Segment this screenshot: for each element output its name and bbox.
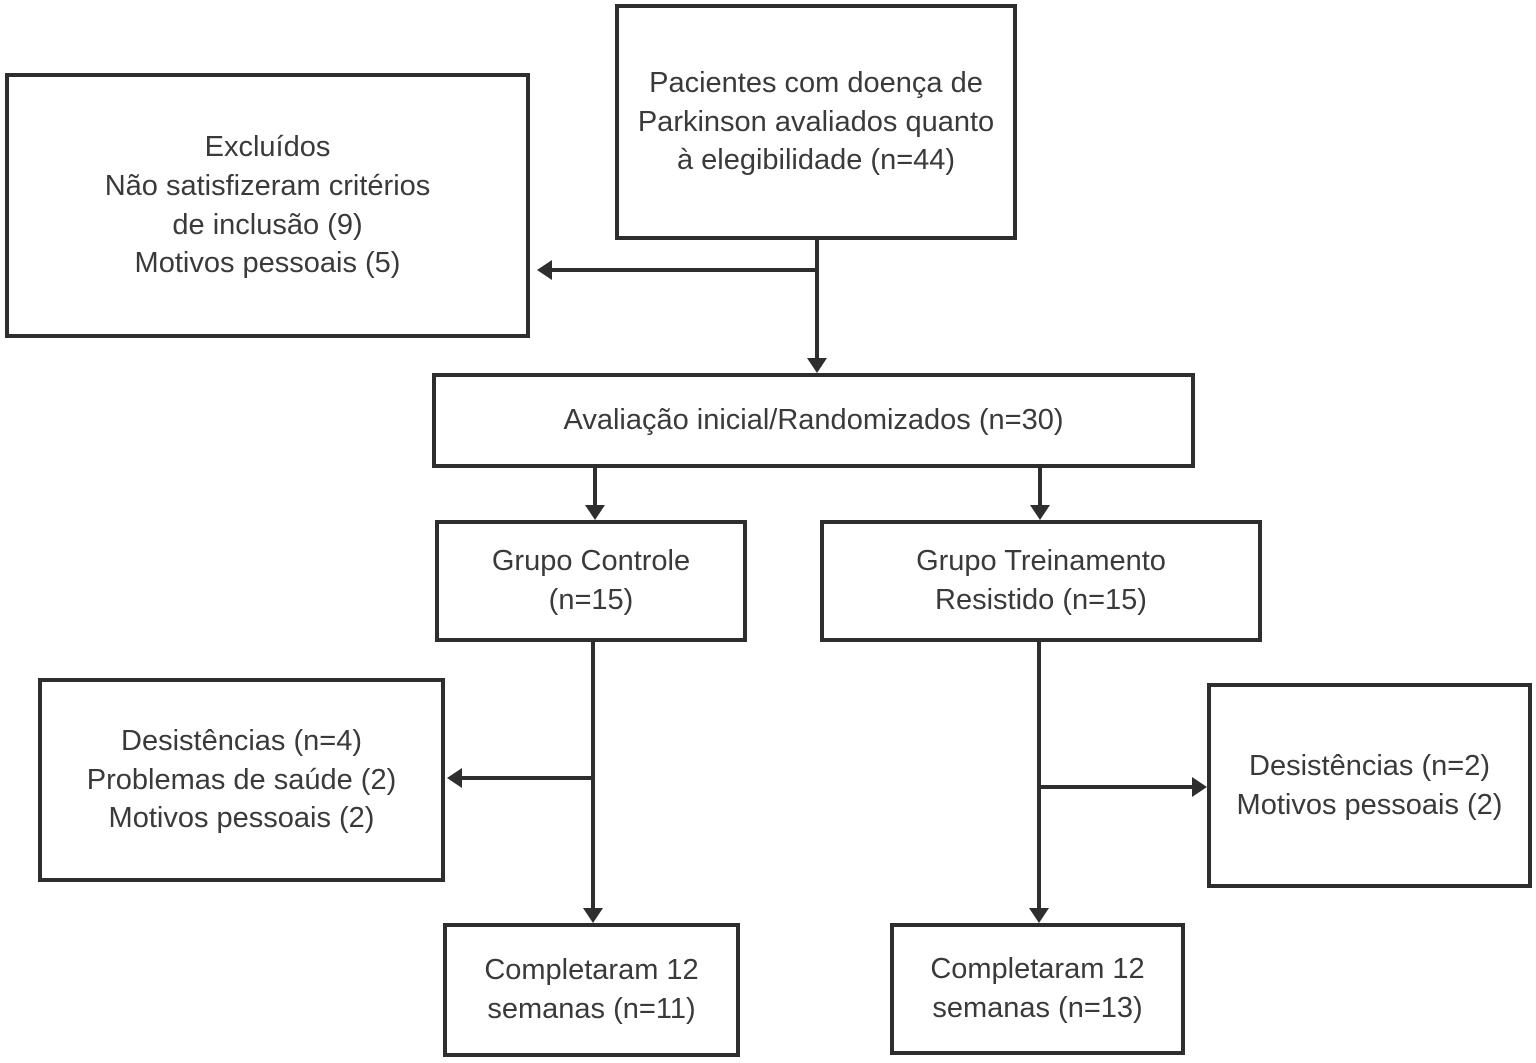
connector-to-excluded xyxy=(552,268,819,272)
connector-randomized-to-training xyxy=(1038,468,1042,505)
connector-randomized-to-control xyxy=(593,468,597,505)
arrowhead-down-randomized xyxy=(807,358,827,373)
connector-training-to-completed xyxy=(1037,642,1041,908)
box-training-group-text: Grupo Treinamento Resistido (n=15) xyxy=(916,545,1166,616)
box-dropout-control: Desistências (n=4) Problemas de saúde (2… xyxy=(38,678,445,882)
arrowhead-right-dropout-training xyxy=(1192,777,1207,797)
box-randomized-text: Avaliação inicial/Randomizados (n=30) xyxy=(563,404,1064,437)
box-completed-training: Completaram 12 semanas (n=13) xyxy=(890,923,1185,1055)
arrowhead-down-control xyxy=(585,505,605,520)
arrowhead-left-dropout-control xyxy=(447,768,462,788)
box-excluded: Excluídos Não satisfizeram critérios de … xyxy=(5,73,530,338)
arrowhead-down-completed-control xyxy=(583,908,603,923)
box-control-group-text: Grupo Controle (n=15) xyxy=(491,545,691,616)
connector-to-dropout-training xyxy=(1039,785,1192,789)
arrowhead-down-completed-training xyxy=(1029,908,1049,923)
box-eligibility: Pacientes com doença de Parkinson avalia… xyxy=(615,4,1017,240)
box-excluded-text: Excluídos Não satisfizeram critérios de … xyxy=(104,131,431,280)
box-training-group: Grupo Treinamento Resistido (n=15) xyxy=(820,520,1262,642)
box-dropout-training-text: Desistências (n=2) Motivos pessoais (2) xyxy=(1236,749,1503,821)
box-completed-control-text: Completaram 12 semanas (n=11) xyxy=(484,954,699,1025)
box-dropout-control-text: Desistências (n=4) Problemas de saúde (2… xyxy=(86,725,397,835)
arrowhead-left-excluded xyxy=(537,260,552,280)
arrowhead-down-training xyxy=(1030,505,1050,520)
box-completed-control: Completaram 12 semanas (n=11) xyxy=(443,923,740,1057)
connector-eligibility-to-randomized xyxy=(815,240,819,358)
box-dropout-training: Desistências (n=2) Motivos pessoais (2) xyxy=(1207,683,1532,888)
connector-to-dropout-control xyxy=(462,776,595,780)
box-completed-training-text: Completaram 12 semanas (n=13) xyxy=(930,953,1145,1024)
box-eligibility-text: Pacientes com doença de Parkinson avalia… xyxy=(637,67,995,177)
connector-control-to-completed xyxy=(591,642,595,908)
box-randomized: Avaliação inicial/Randomizados (n=30) xyxy=(432,373,1195,468)
box-control-group: Grupo Controle (n=15) xyxy=(435,520,747,642)
